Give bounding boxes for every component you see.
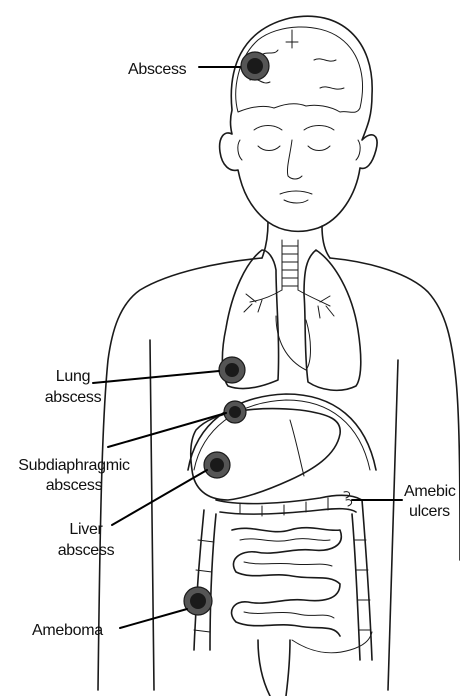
intestines: [194, 495, 372, 696]
leader-lines: [93, 67, 402, 628]
label-lung-abscess-line2: abscess: [45, 389, 102, 406]
ameboma-lesion: [184, 587, 212, 615]
label-ameboma: Ameboma: [32, 622, 103, 639]
label-subdiaphragmic-line2: abscess: [46, 477, 103, 494]
leader-subdiaphragmic-abscess: [108, 413, 226, 447]
label-liver-abscess-line1: Liver: [69, 521, 103, 538]
label-subdiaphragmic-line1: Subdiaphragmic: [18, 457, 130, 474]
label-amebic-ulcers-line1: Amebic: [404, 483, 456, 500]
labels: Abscess Lung abscess Subdiaphragmic absc…: [18, 61, 456, 639]
lung-abscess-lesion: [219, 357, 245, 383]
label-brain-abscess: Abscess: [128, 61, 187, 78]
label-amebic-ulcers-line2: ulcers: [409, 503, 450, 520]
label-liver-abscess-line2: abscess: [58, 542, 115, 559]
brain-abscess-lesion: [241, 52, 269, 80]
leader-liver-abscess: [112, 470, 207, 525]
head: [220, 16, 377, 231]
label-lung-abscess-line1: Lung: [56, 368, 90, 385]
subdiaphragmic-abscess-lesion: [224, 401, 246, 423]
liver-abscess-lesion: [204, 452, 230, 478]
leader-lung-abscess: [93, 371, 219, 383]
amebic-ulcers-marker: [344, 492, 352, 506]
